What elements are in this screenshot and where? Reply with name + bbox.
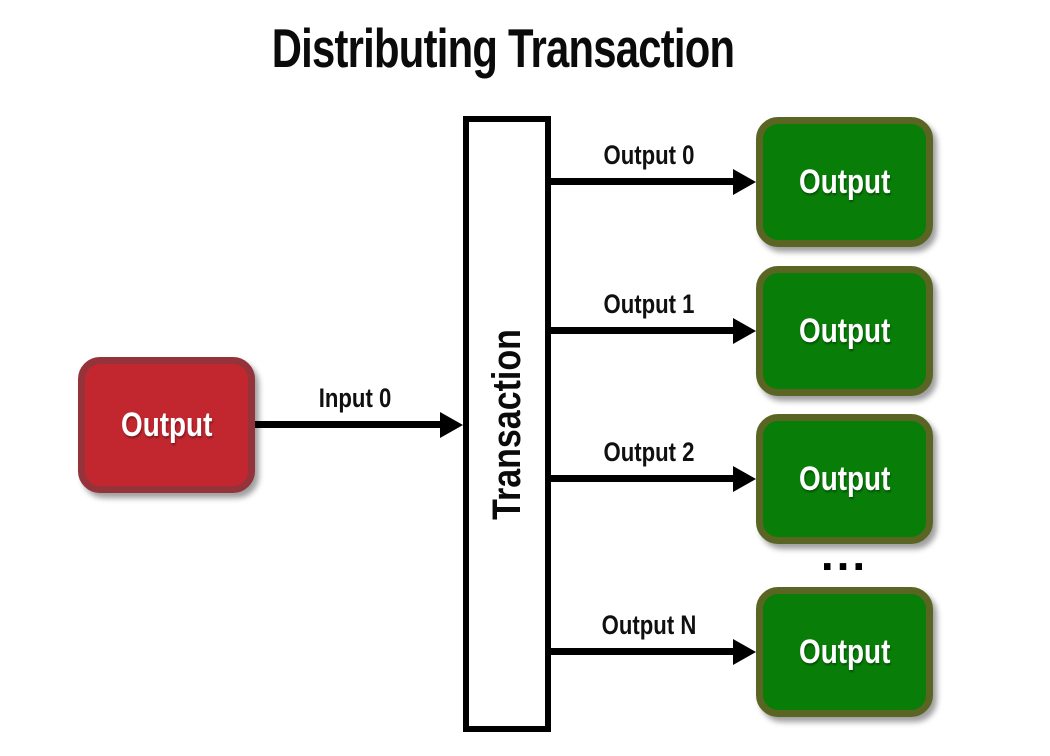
output-n-box: Output	[756, 587, 933, 717]
transaction-box-label: Transaction	[484, 328, 529, 520]
output-0-arrow-line	[551, 178, 741, 185]
output-n-arrow-line	[551, 648, 741, 655]
output-1-arrowhead-icon	[733, 318, 756, 344]
input-arrow-line	[255, 421, 445, 428]
output-1-box-label: Output	[798, 311, 891, 350]
output-1-arrow-line	[551, 327, 741, 334]
source-output-box-label: Output	[120, 405, 213, 444]
input-arrow-label: Input 0	[318, 383, 392, 413]
output-0-box-label: Output	[798, 162, 891, 201]
transaction-box: Transaction	[463, 116, 551, 732]
input-arrowhead-icon	[440, 412, 463, 438]
output-1-arrow-label: Output 1	[603, 289, 695, 319]
output-2-arrow-label: Output 2	[603, 437, 695, 467]
diagram-title: Distributing Transaction	[271, 17, 735, 79]
source-output-box: Output	[78, 357, 255, 493]
output-1-box: Output	[756, 266, 933, 396]
output-n-arrowhead-icon	[733, 639, 756, 665]
ellipsis: ...	[820, 528, 869, 580]
output-2-arrowhead-icon	[733, 466, 756, 492]
output-2-arrow-line	[551, 475, 741, 482]
output-0-arrow-label: Output 0	[603, 140, 695, 170]
output-2-box-label: Output	[798, 459, 891, 498]
output-n-box-label: Output	[798, 632, 891, 671]
output-0-arrowhead-icon	[733, 169, 756, 195]
output-0-box: Output	[756, 117, 933, 247]
output-2-box: Output	[756, 414, 933, 544]
output-n-arrow-label: Output N	[601, 610, 697, 640]
